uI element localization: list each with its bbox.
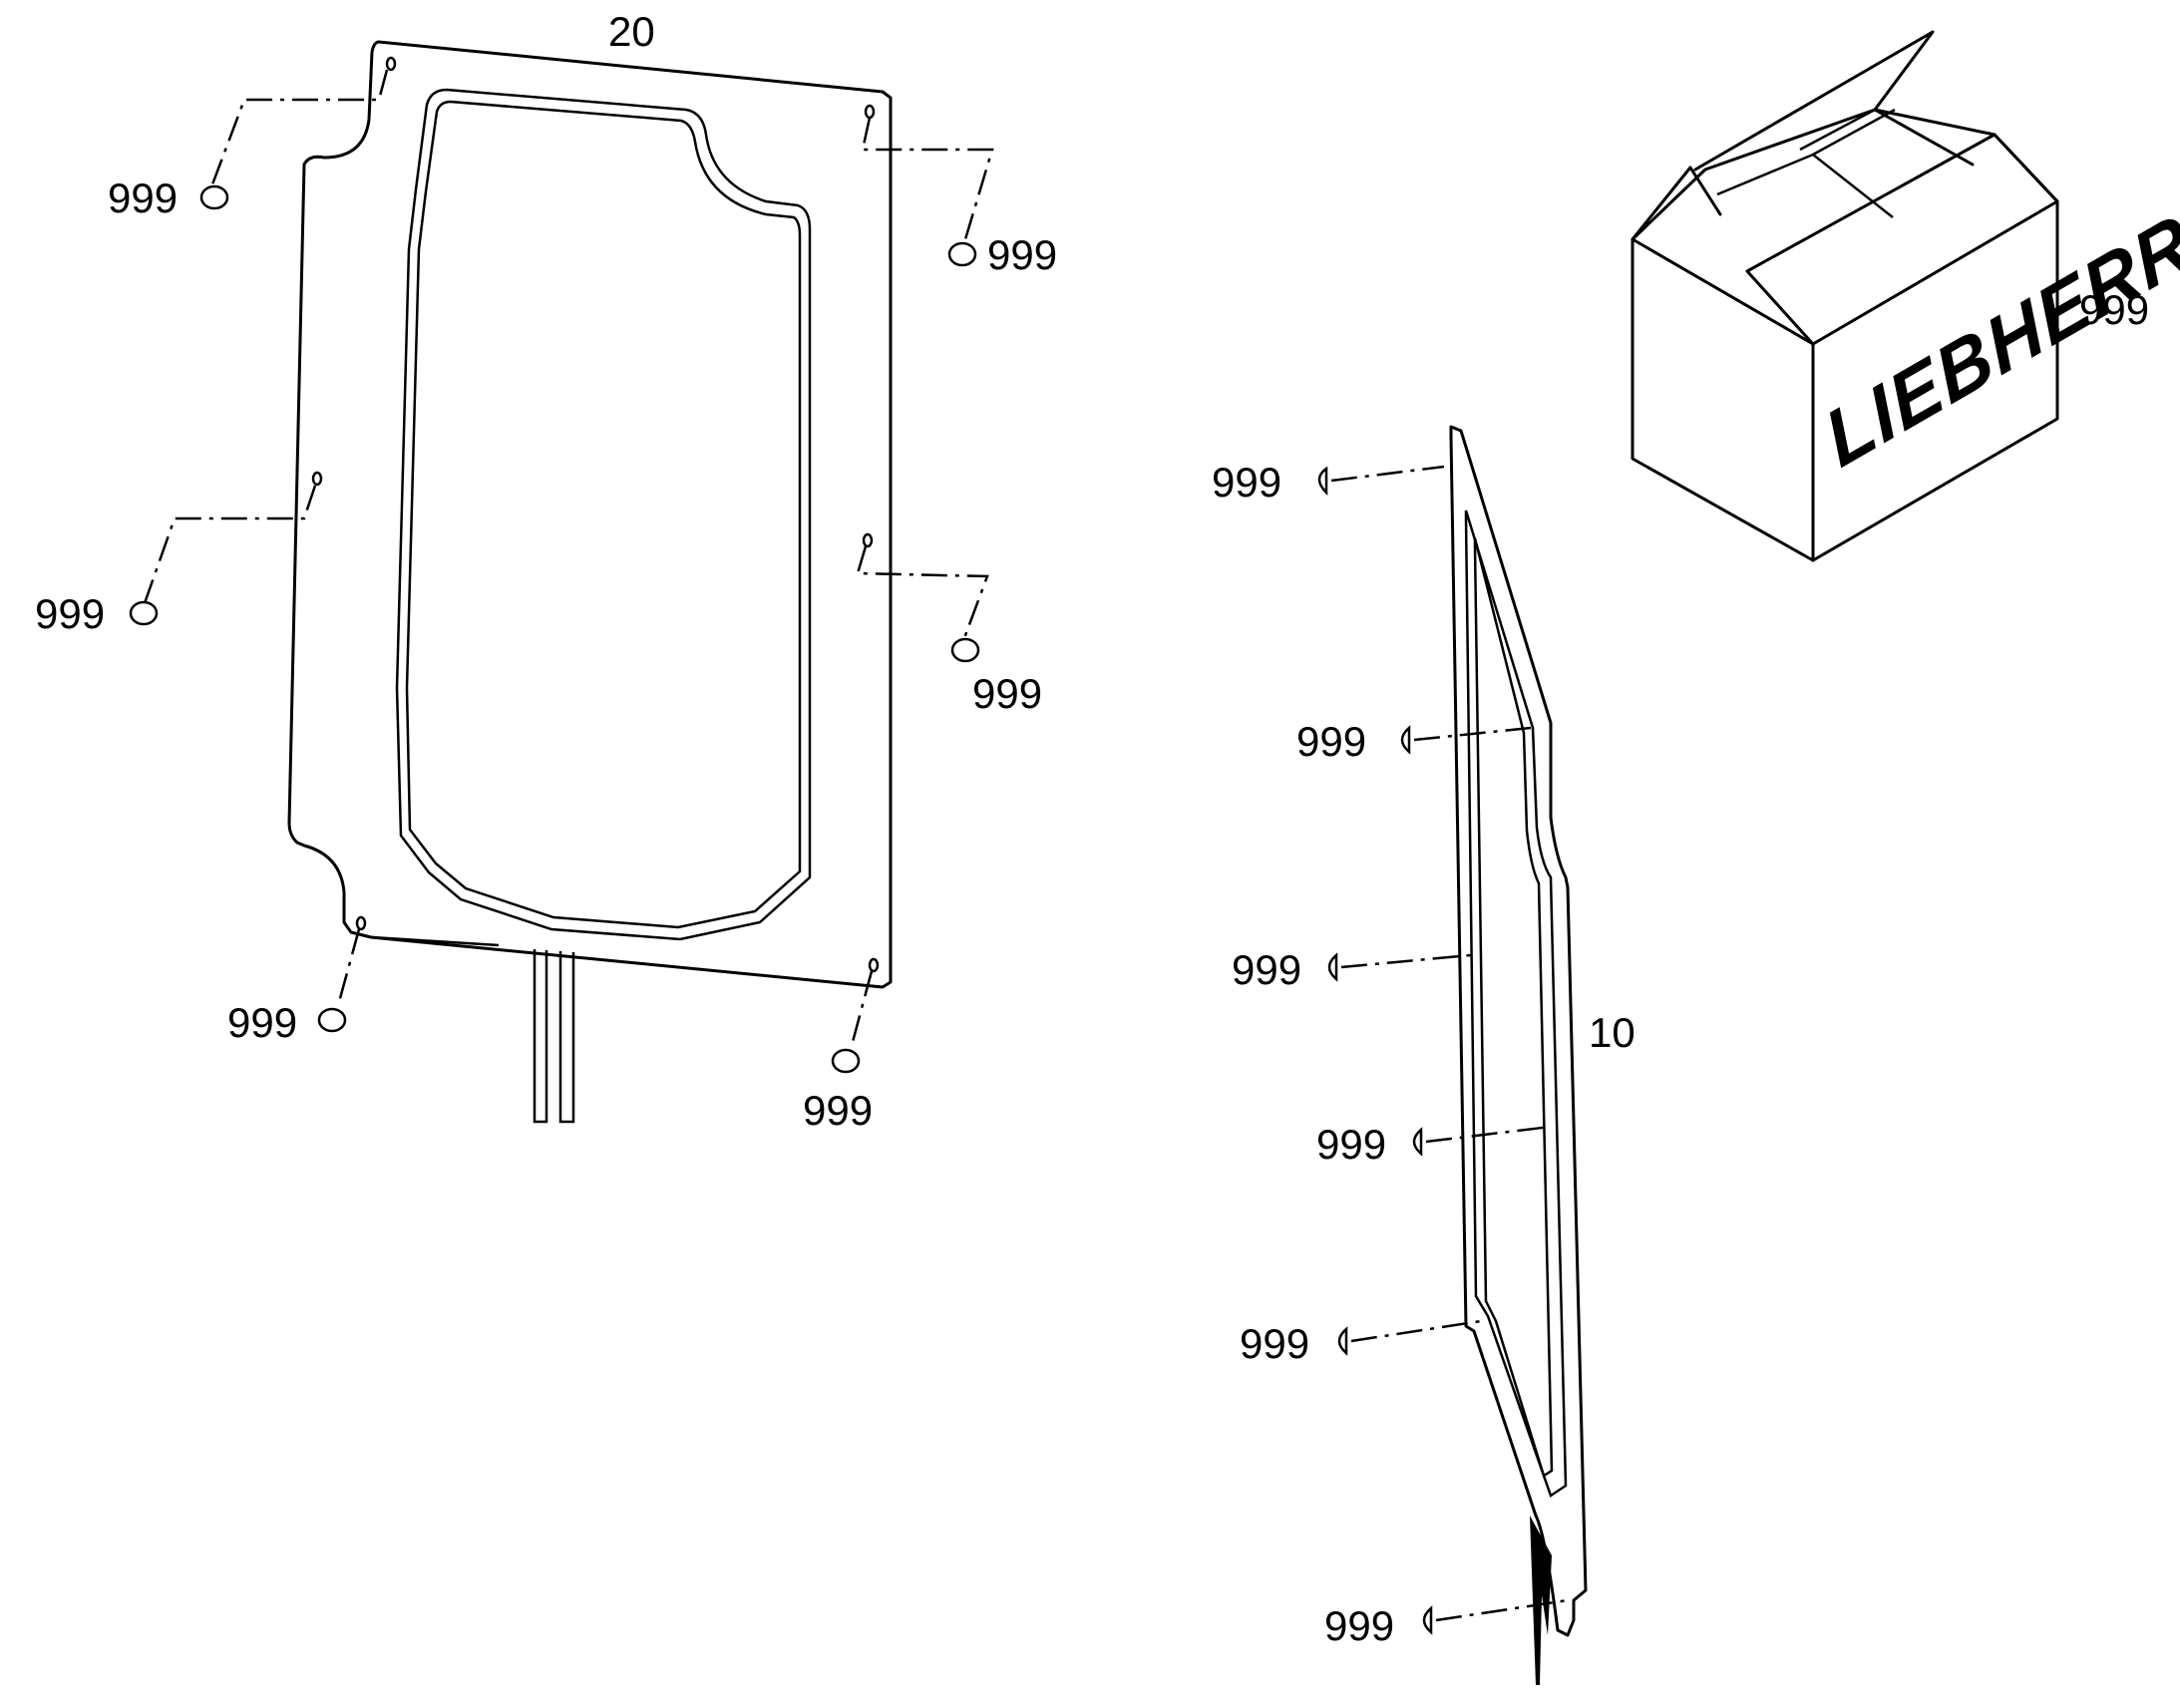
hole-icon (355, 915, 367, 931)
hole-icon (311, 471, 323, 487)
box-left-flap (1631, 166, 1722, 241)
callout-fastener: 999 (1240, 1320, 1309, 1367)
washer-icon (947, 241, 977, 267)
panel-20-inner-gasket-outer (395, 88, 812, 941)
panel-part-10 (1317, 425, 1588, 1685)
panel-20-bottom-lip (370, 935, 500, 947)
clip-icon (1337, 1326, 1348, 1356)
box-side-face (1811, 199, 2059, 562)
panel-20-tube-left (533, 949, 548, 1124)
leader-line (856, 545, 989, 639)
liebherr-logo: LIEBHERR (1813, 196, 2180, 485)
box-inner-fold-1 (1716, 153, 1894, 218)
callout-fastener: 999 (1296, 718, 1366, 765)
hole-icon (862, 532, 874, 548)
leader-line (851, 970, 874, 1043)
panel-20-inner-gasket-inner (405, 100, 802, 929)
panel-20-outline (287, 40, 893, 989)
leader-line (337, 928, 361, 1003)
leader-line (210, 69, 389, 185)
washer-icon (129, 600, 159, 626)
hole-icon (864, 104, 876, 120)
box-inner-fold-3 (1812, 108, 1896, 157)
callout-fastener: 999 (35, 590, 105, 637)
panel-10-edge-shadow (1530, 1516, 1552, 1685)
callout-packaging: 999 (2079, 286, 2149, 333)
panel-10-inner-outer (1464, 510, 1568, 1498)
panel-part-20 (129, 40, 994, 1124)
callout-fastener: 999 (227, 999, 297, 1046)
callout-fastener: 999 (972, 670, 1042, 717)
panel-10-outline (1449, 425, 1588, 1637)
panel-20-tube-right (558, 951, 575, 1124)
callout-fastener: 999 (1212, 459, 1281, 506)
leader-line (1413, 726, 1532, 742)
washer-icon (317, 1007, 347, 1033)
callout-fastener: 999 (108, 174, 178, 221)
callout-fastener: 999 (803, 1087, 873, 1134)
box-right-flap (1745, 133, 2059, 346)
box-back-flap (1693, 30, 1975, 171)
clip-icon (1422, 1605, 1433, 1635)
panel-10-inner-inner (1473, 537, 1554, 1478)
leader-line (861, 117, 994, 240)
box-front-face (1631, 237, 1815, 562)
clip-icon (1400, 725, 1411, 755)
washer-icon (831, 1048, 861, 1074)
callout-part-20: 20 (608, 8, 655, 55)
box-inner-fold-2 (1799, 108, 1876, 152)
clip-icon (1327, 952, 1338, 982)
leader-line (143, 485, 317, 604)
callout-fastener: 999 (1316, 1121, 1386, 1168)
leader-line (1340, 953, 1472, 969)
leader-line (1330, 465, 1445, 483)
callout-fastener: 999 (1232, 946, 1301, 993)
leader-line (1425, 1125, 1552, 1144)
clip-icon (1412, 1127, 1423, 1157)
leader-line (1350, 1319, 1482, 1343)
hole-icon (385, 56, 397, 72)
hole-icon (868, 957, 880, 973)
washer-icon (950, 637, 980, 663)
clip-icon (1317, 466, 1328, 497)
callout-fastener: 999 (987, 231, 1057, 278)
callout-part-10: 10 (1589, 1009, 1635, 1056)
leader-line (1435, 1598, 1569, 1622)
washer-icon (199, 184, 229, 210)
callout-fastener: 999 (1324, 1602, 1394, 1649)
